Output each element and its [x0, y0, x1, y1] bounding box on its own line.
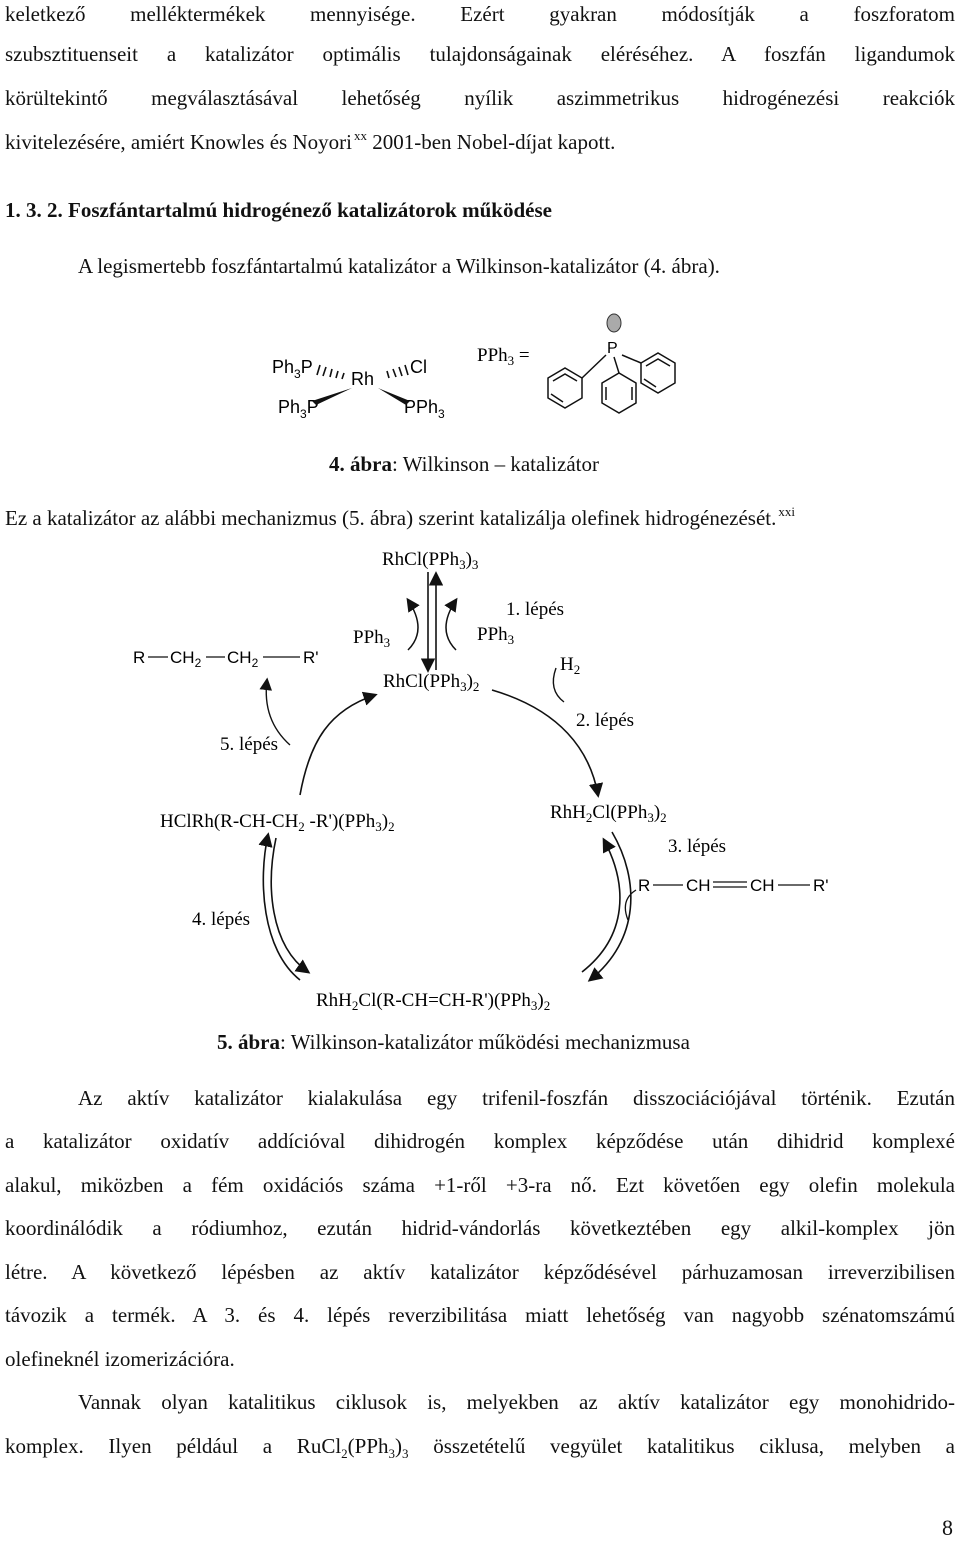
fig5-h2: H2 [560, 654, 580, 677]
fig5-pph3-out-arrow [444, 597, 458, 651]
para2-line-1: Vannak olyan katalitikus ciklusok is, me… [78, 1390, 955, 1414]
figure-4-wilkinson-structure: Ph3P Rh Cl Ph3P PPh3 PPh3 = P [272, 313, 676, 421]
fig4-hashed-bond-left [316, 364, 345, 380]
figure-5-catalytic-cycle: RhCl(PPh3)3 PPh3 PPh3 1. lépés RhCl(PPh3… [133, 549, 829, 1013]
fig5-active-complex: RhCl(PPh3)2 [383, 671, 479, 694]
intro-line-4-text: kivitelezésére, amiért Knowles és Noyori [5, 130, 352, 154]
svg-text:CH2: CH2 [227, 648, 259, 670]
svg-text:R: R [133, 648, 145, 667]
fig5-arc-step2 [491, 689, 604, 798]
fig5-step1: 1. lépés [506, 599, 564, 620]
fig5-arc-step4-reverse [270, 837, 311, 974]
fig5-arc-step3-reverse [581, 837, 621, 973]
fig5-olefin-arrow [624, 889, 637, 921]
figure-4-caption: 4. ábra: Wilkinson – katalizátor [329, 452, 599, 476]
fig4-ligand-cl: Cl [410, 357, 427, 377]
fig5-arc-step3-forward [587, 831, 632, 982]
svg-text:R': R' [813, 876, 829, 895]
mechanism-intro: Ez a katalizátor az alábbi mechanizmus (… [5, 504, 795, 535]
footnote-ref-xxi: xxi [778, 504, 795, 519]
fig5-step5: 5. lépés [220, 734, 278, 755]
section-lead: A legismertebb foszfántartalmú katalizát… [78, 254, 720, 278]
mechanism-intro-text: Ez a katalizátor az alábbi mechanizmus (… [5, 506, 777, 530]
para1-line-4: koordinálódik a ródiumhoz, ezután hidrid… [5, 1216, 955, 1240]
figure-5-caption: 5. ábra: Wilkinson-katalizátor működési … [217, 1030, 690, 1054]
fig5-step2: 2. lépés [576, 710, 634, 731]
para1-line-6: távozik a termék. A 3. és 4. lépés rever… [5, 1303, 955, 1327]
footnote-ref-xx: xx [353, 128, 367, 143]
para1-line-7: olefineknél izomerizációra. [5, 1347, 235, 1371]
intro-line-4-end: 2001-ben Nobel-díjat kapott. [366, 130, 616, 154]
fig5-product-release-arrow [259, 677, 291, 746]
para1-line-1: Az aktív katalizátor kialakulása egy tri… [78, 1086, 955, 1110]
fig5-top-complex: RhCl(PPh3)3 [382, 549, 478, 572]
svg-text:R: R [638, 876, 650, 895]
para1-line-5: létre. A következő lépésben az aktív kat… [5, 1260, 955, 1284]
section-heading: 1. 3. 2. Foszfántartalmú hidrogénező kat… [5, 198, 552, 222]
intro-line-4: kivitelezésére, amiért Knowles és Noyori… [5, 128, 615, 159]
intro-line-3: körültekintő megválasztásával lehetőség … [5, 86, 955, 110]
fig5-step4: 4. lépés [192, 909, 250, 930]
intro-line-2: szubsztituenseit a katalizátor optimális… [5, 42, 955, 66]
fig4-wedge-bond-right [378, 388, 410, 405]
fig5-pph3-right: PPh3 [477, 624, 514, 647]
intro-line-1: keletkező melléktermékek mennyisége. Ezé… [5, 2, 955, 26]
svg-text:R': R' [303, 648, 319, 667]
fig5-dihydride: RhH2Cl(PPh3)2 [550, 802, 667, 825]
fig4-metal-rh: Rh [351, 369, 374, 389]
fig4-pph3-label: PPh3 = [477, 345, 530, 368]
fig5-h2-arrow [552, 667, 565, 703]
para2-line-2: komplex. Ilyen például a RuCl2(PPh3)3 ös… [5, 1434, 955, 1462]
fig4-lone-pair [606, 313, 622, 333]
para1-line-3: alakul, miközben a fém oxidációs száma +… [5, 1173, 955, 1197]
fig4-wedge-bond-left [312, 388, 352, 405]
fig5-arc-step4-forward [258, 832, 301, 981]
fig4-phosphorus: P [607, 340, 618, 357]
page-number: 8 [942, 1515, 953, 1540]
fig4-ligand-bl: Ph3P [278, 397, 319, 421]
fig4-ligand-br: PPh3 [404, 397, 445, 421]
fig5-alkyl-complex: HClRh(R-CH-CH2 -R')(PPh3)2 [160, 811, 395, 834]
svg-text:CH: CH [750, 876, 775, 895]
svg-text:CH2: CH2 [170, 648, 202, 670]
fig5-arc-step5 [299, 691, 378, 796]
fig4-hashed-bond-right [386, 364, 409, 379]
fig5-olefin-complex: RhH2Cl(R-CH=CH-R')(PPh3)2 [316, 990, 550, 1013]
fig5-step3: 3. lépés [668, 836, 726, 857]
fig5-pph3-left: PPh3 [353, 627, 390, 650]
fig4-ligand-tl: Ph3P [272, 357, 313, 381]
fig5-product: R CH2 CH2 R' [133, 648, 319, 670]
svg-text:CH: CH [686, 876, 711, 895]
para1-line-2: a katalizátor oxidatív addícióval dihidr… [5, 1129, 955, 1153]
fig5-pph3-in-arrow [406, 597, 420, 651]
fig4-phenyl-rings [547, 352, 676, 414]
fig5-olefin: R CH CH R' [638, 876, 829, 895]
